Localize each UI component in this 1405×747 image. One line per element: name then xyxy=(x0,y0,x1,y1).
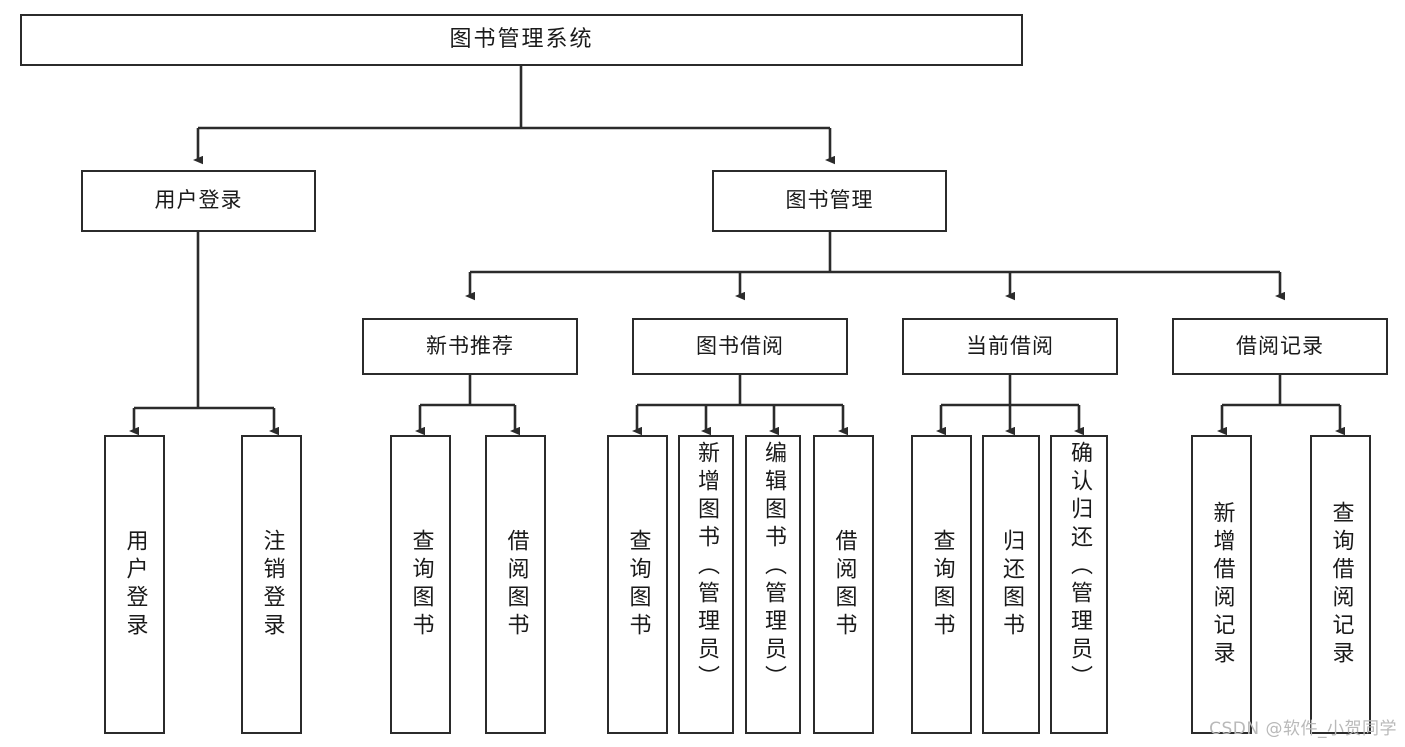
leaf-query-book-current[interactable]: 查询图书 xyxy=(911,435,972,734)
node-label: 注销登录 xyxy=(259,528,285,641)
node-label: 图书借阅 xyxy=(696,333,784,358)
node-label: 图书管理 xyxy=(785,188,874,213)
node-label: 用户登录 xyxy=(122,528,148,641)
node-label: 归还图书 xyxy=(999,528,1024,641)
node-book-borrowing[interactable]: 图书借阅 xyxy=(632,318,848,375)
node-label: 新增图书（管理员） xyxy=(694,441,719,693)
leaf-user-login[interactable]: 用户登录 xyxy=(104,435,165,734)
node-label: 当前借阅 xyxy=(966,333,1054,358)
node-label: 新书推荐 xyxy=(426,333,514,358)
node-label: 新增借阅记录 xyxy=(1209,500,1235,669)
leaf-return-book[interactable]: 归还图书 xyxy=(982,435,1040,734)
node-label: 查询图书 xyxy=(625,528,651,641)
node-user-login[interactable]: 用户登录 xyxy=(81,170,316,232)
leaf-confirm-return-admin[interactable]: 确认归还（管理员） xyxy=(1050,435,1108,734)
node-label: 查询图书 xyxy=(929,528,955,641)
leaf-add-borrow-record[interactable]: 新增借阅记录 xyxy=(1191,435,1252,734)
node-book-management[interactable]: 图书管理 xyxy=(712,170,947,232)
node-label: 用户登录 xyxy=(154,188,243,213)
node-label: 图书管理系统 xyxy=(449,26,594,52)
leaf-query-borrow-record[interactable]: 查询借阅记录 xyxy=(1310,435,1371,734)
node-label: 借阅图书 xyxy=(503,528,529,641)
leaf-query-book-new[interactable]: 查询图书 xyxy=(390,435,451,734)
node-new-book-recommendation[interactable]: 新书推荐 xyxy=(362,318,578,375)
leaf-add-book-admin[interactable]: 新增图书（管理员） xyxy=(678,435,734,734)
node-label: 借阅记录 xyxy=(1236,333,1324,358)
node-label: 查询图书 xyxy=(408,528,434,641)
leaf-edit-book-admin[interactable]: 编辑图书（管理员） xyxy=(745,435,801,734)
node-label: 查询借阅记录 xyxy=(1328,500,1354,669)
leaf-query-book-borrow[interactable]: 查询图书 xyxy=(607,435,668,734)
node-root-book-management-system[interactable]: 图书管理系统 xyxy=(20,14,1023,66)
node-label: 借阅图书 xyxy=(831,528,857,641)
leaf-logout[interactable]: 注销登录 xyxy=(241,435,302,734)
node-label: 编辑图书（管理员） xyxy=(761,441,786,693)
leaf-borrow-book-new[interactable]: 借阅图书 xyxy=(485,435,546,734)
node-label: 确认归还（管理员） xyxy=(1067,441,1092,693)
node-borrowing-record[interactable]: 借阅记录 xyxy=(1172,318,1388,375)
leaf-lend-book[interactable]: 借阅图书 xyxy=(813,435,874,734)
node-current-borrowing[interactable]: 当前借阅 xyxy=(902,318,1118,375)
